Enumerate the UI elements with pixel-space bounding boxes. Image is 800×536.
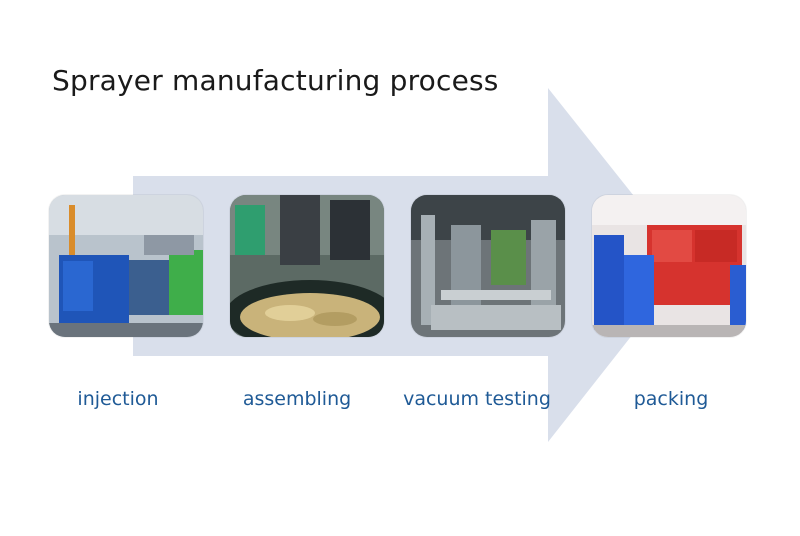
step-label-assembling: assembling (242, 388, 352, 410)
page-title: Sprayer manufacturing process (52, 64, 499, 97)
step-label-packing: packing (633, 388, 709, 410)
packing-photo (592, 195, 746, 337)
assembling-photo (230, 195, 384, 337)
step-label-vacuum-testing: vacuum testing (403, 388, 551, 410)
injection-photo (49, 195, 203, 337)
vacuum-testing-photo (411, 195, 565, 337)
step-label-injection: injection (77, 388, 159, 410)
